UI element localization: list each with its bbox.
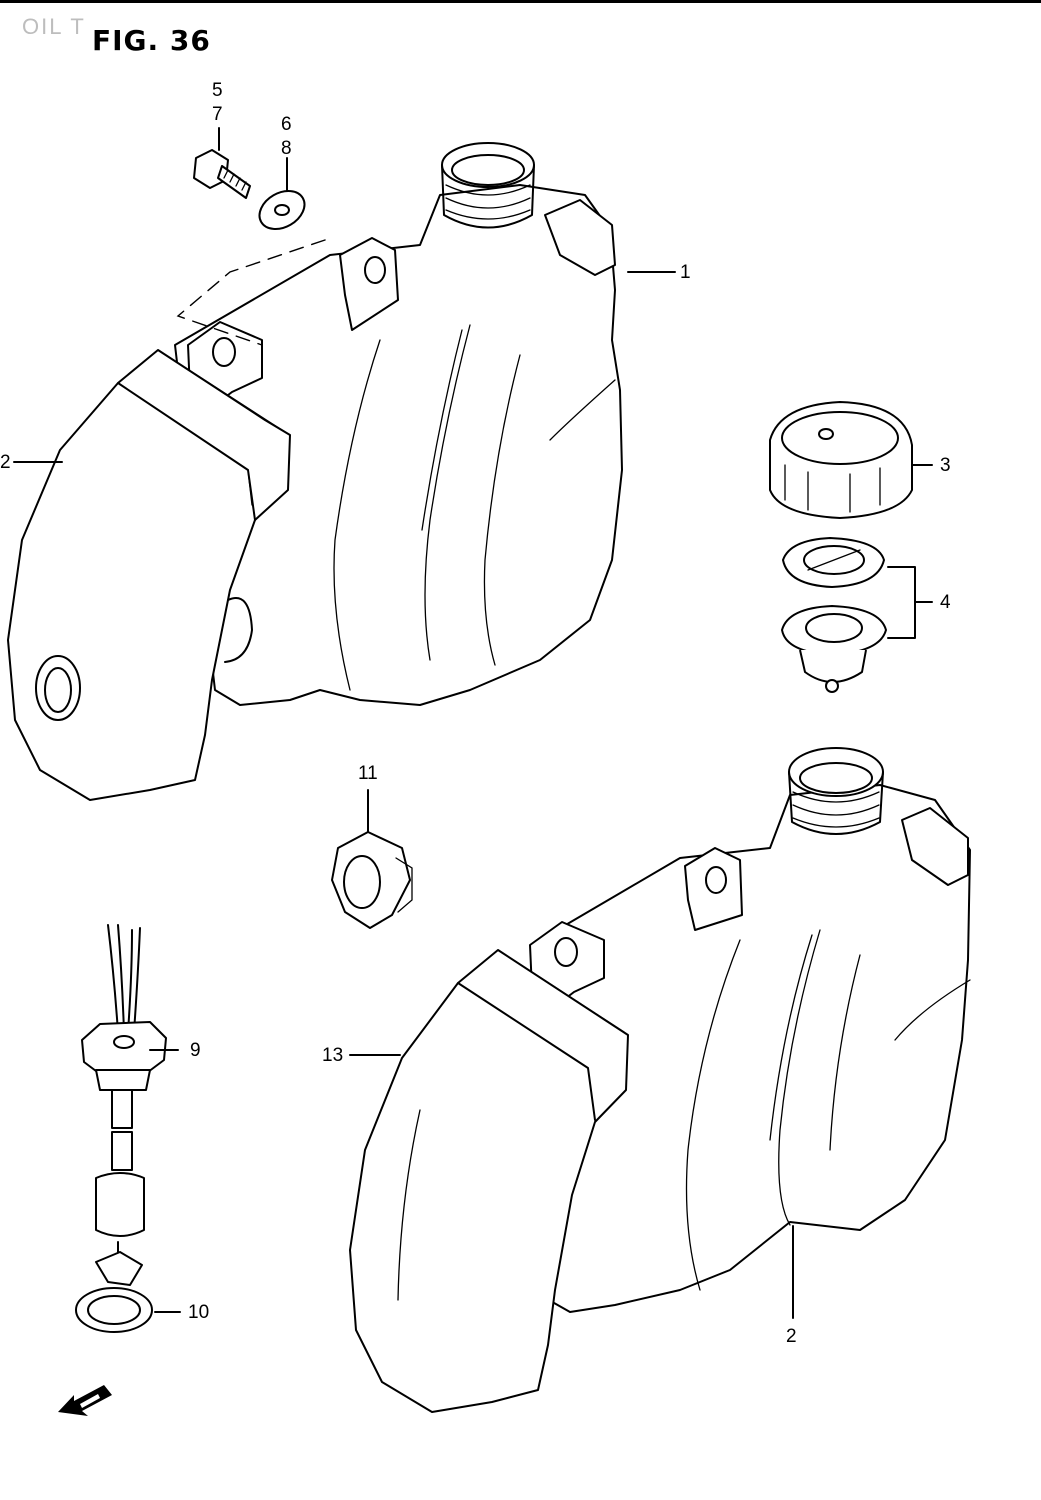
callout-9: 9	[190, 1040, 201, 1061]
drain-plug	[331, 789, 413, 929]
callout-4: 4	[940, 592, 951, 613]
front-direction-arrow-icon	[58, 1385, 112, 1416]
callout-6: 6	[281, 114, 292, 135]
faint-section-label: OIL T	[22, 14, 86, 39]
oil-tank-lower	[349, 747, 971, 1413]
level-gauge-assembly	[75, 924, 181, 1333]
callout-7: 7	[212, 104, 223, 125]
callout-3: 3	[940, 455, 951, 476]
filler-cap-and-gaskets	[769, 401, 933, 693]
bolt-and-washer	[193, 127, 306, 230]
callout-5: 5	[212, 80, 223, 101]
oil-tank-upper	[7, 142, 623, 801]
callout-8: 8	[281, 138, 292, 159]
callout-10: 10	[188, 1302, 210, 1323]
callout-13: 13	[322, 1045, 344, 1066]
callout-11: 11	[358, 763, 378, 784]
top-rule	[0, 0, 1041, 3]
callout-2-upper: 2	[0, 452, 11, 473]
callout-1: 1	[680, 262, 691, 283]
callout-2-lower: 2	[786, 1326, 797, 1347]
figure-title: FIG. 36	[92, 24, 211, 57]
